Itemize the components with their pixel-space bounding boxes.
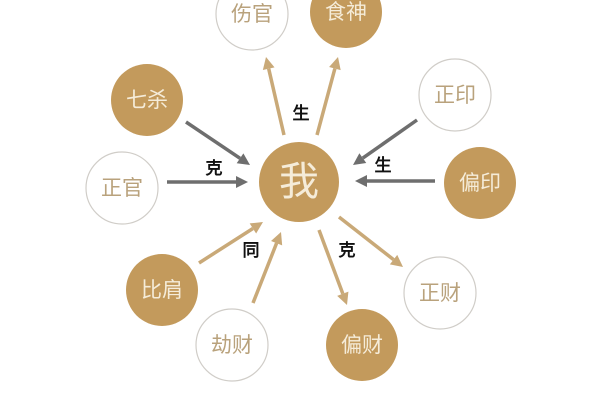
arrow-head <box>262 57 275 71</box>
node-circle <box>126 254 198 326</box>
arrow-zhengyin-to-center <box>353 118 419 165</box>
arrow-center-to-zhengcai <box>337 215 403 267</box>
node-label: 偏印 <box>459 171 501 195</box>
arrow-head <box>236 176 248 188</box>
node-label: 七杀 <box>126 88 168 112</box>
node-label: 食神 <box>325 0 367 24</box>
arrow-qisha-to-center <box>185 120 250 165</box>
arrow-head <box>329 57 341 71</box>
arrow-center-to-shishen <box>315 57 341 136</box>
node-label: 正官 <box>101 176 143 200</box>
node-circle <box>403 256 477 330</box>
node-qisha: 七杀 <box>111 64 183 136</box>
node-pianyin: 偏印 <box>444 147 516 219</box>
arrow-center-to-shangguan <box>262 57 286 136</box>
arrow-head <box>249 222 263 234</box>
node-center: 我 <box>259 142 339 222</box>
arrow-bijian-to-center <box>198 222 263 265</box>
arrow-shaft <box>361 118 419 160</box>
node-circle <box>215 0 289 51</box>
arrow-head <box>337 291 349 305</box>
node-circle <box>85 151 159 225</box>
arrow-shaft <box>198 226 254 265</box>
node-label: 我 <box>279 159 319 205</box>
relation-label-tong-bottom: 同 <box>243 241 260 261</box>
node-piancai: 偏财 <box>326 309 398 381</box>
arrow-shaft <box>315 68 337 136</box>
node-zhengcai: 正财 <box>403 256 477 330</box>
node-zhengyin: 正印 <box>418 58 492 132</box>
node-zhengguan: 正官 <box>85 151 159 225</box>
node-circle <box>326 309 398 381</box>
node-label: 劫财 <box>211 333 253 357</box>
arrow-shaft <box>185 120 242 160</box>
node-circle <box>111 64 183 136</box>
node-shangguan: 伤官 <box>215 0 289 51</box>
relation-label-ke-bottom: 克 <box>339 240 356 261</box>
node-jiecai: 劫财 <box>195 308 269 382</box>
arrow-head <box>355 175 367 187</box>
node-label: 比肩 <box>141 278 183 302</box>
arrow-zhengguan-to-center <box>167 176 248 188</box>
node-circle <box>259 142 339 222</box>
node-label: 伤官 <box>231 2 273 26</box>
arrow-head <box>389 254 403 267</box>
relation-label-sheng-top: 生 <box>293 103 310 124</box>
node-circle <box>195 308 269 382</box>
relation-label-sheng-right: 生 <box>375 155 392 176</box>
arrow-head <box>236 153 250 165</box>
node-circle <box>310 0 382 48</box>
arrow-shaft <box>266 68 286 136</box>
node-label: 正印 <box>434 83 476 107</box>
node-label: 正财 <box>419 281 461 305</box>
arrow-head <box>271 232 283 246</box>
node-circle <box>444 147 516 219</box>
node-shishen: 食神 <box>310 0 382 48</box>
arrow-jiecai-to-center <box>251 232 283 304</box>
arrow-head <box>353 153 367 165</box>
arrow-shaft <box>317 229 345 295</box>
arrow-pianyin-to-center <box>355 175 435 187</box>
node-circle <box>418 58 492 132</box>
arrow-center-to-piancai <box>317 229 349 305</box>
node-label: 偏财 <box>341 333 383 357</box>
arrow-shaft <box>337 215 395 261</box>
relation-label-ke-left: 克 <box>206 158 223 179</box>
arrow-shaft <box>251 242 279 304</box>
node-bijian: 比肩 <box>126 254 198 326</box>
